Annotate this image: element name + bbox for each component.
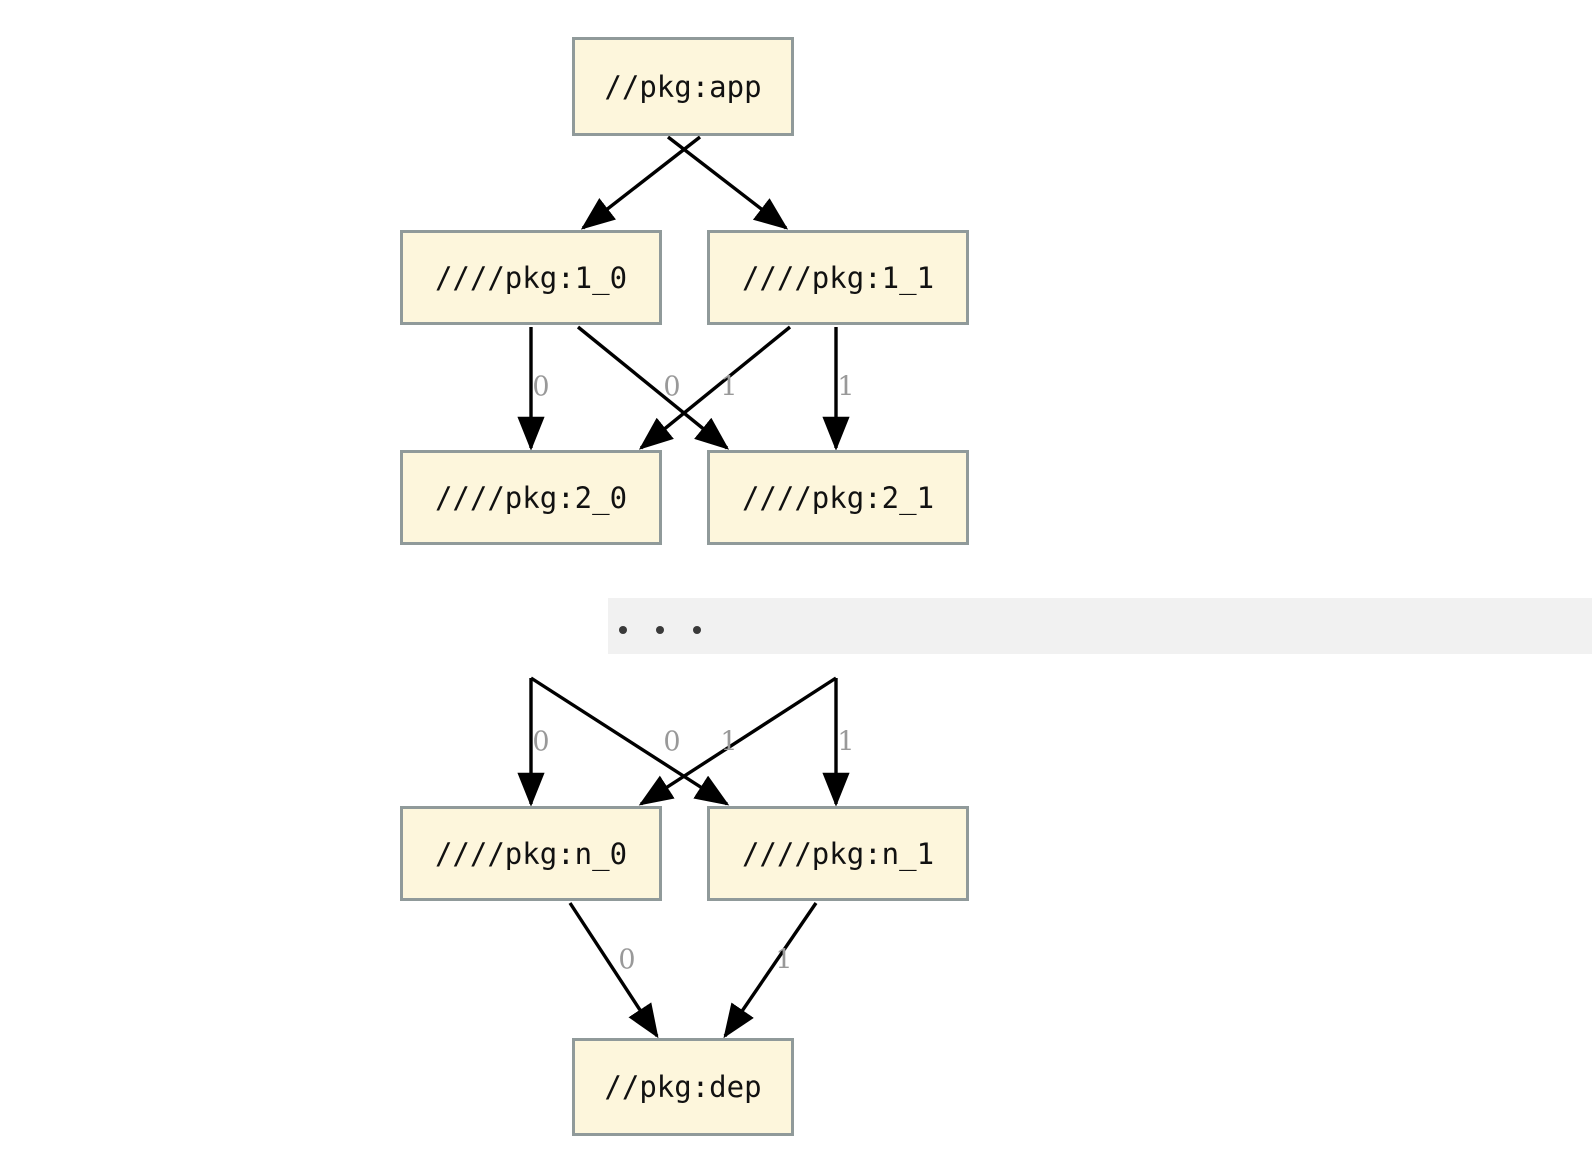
- node-dep[interactable]: //pkg:dep: [572, 1038, 794, 1136]
- node-app[interactable]: //pkg:app: [572, 37, 794, 136]
- ellipsis-dot: [656, 626, 664, 634]
- edge-label: 0: [532, 726, 550, 758]
- edge-lines: [517, 135, 850, 1039]
- edge-line: [723, 902, 818, 1039]
- node-ln_1[interactable]: ////pkg:n_1: [707, 806, 969, 901]
- edge-label: 0: [618, 944, 636, 976]
- edge-line: [568, 902, 659, 1039]
- edge-label: 1: [837, 726, 855, 758]
- edge-label: 1: [837, 371, 855, 403]
- node-label: ////pkg:2_1: [741, 480, 935, 515]
- node-label: ////pkg:1_0: [434, 260, 628, 295]
- edge-line: [580, 135, 702, 230]
- node-l2_1[interactable]: ////pkg:2_1: [707, 450, 969, 545]
- edge-line: [666, 135, 789, 230]
- node-label: //pkg:app: [604, 69, 762, 104]
- edge-label: 1: [775, 944, 793, 976]
- edge-label: 0: [663, 371, 681, 403]
- edge-label: 1: [720, 371, 738, 403]
- ellipsis-dots: [619, 626, 701, 634]
- node-l1_0[interactable]: ////pkg:1_0: [400, 230, 662, 325]
- node-label: ////pkg:2_0: [434, 480, 628, 515]
- node-label: ////pkg:1_1: [741, 260, 935, 295]
- ellipsis-dot: [693, 626, 701, 634]
- edge-line: [638, 676, 837, 806]
- node-l2_0[interactable]: ////pkg:2_0: [400, 450, 662, 545]
- node-label: ////pkg:n_1: [741, 836, 935, 871]
- edge-label: 0: [663, 726, 681, 758]
- edge-line: [576, 325, 730, 450]
- edge-line: [638, 325, 792, 450]
- node-l1_1[interactable]: ////pkg:1_1: [707, 230, 969, 325]
- node-ln_0[interactable]: ////pkg:n_0: [400, 806, 662, 901]
- edge-label: 1: [720, 726, 738, 758]
- edge-label: 0: [532, 371, 550, 403]
- node-label: //pkg:dep: [604, 1070, 762, 1104]
- ellipsis-separator-band: [608, 598, 1592, 654]
- ellipsis-dot: [619, 626, 627, 634]
- edge-line: [530, 676, 730, 806]
- node-label: ////pkg:n_0: [434, 836, 628, 871]
